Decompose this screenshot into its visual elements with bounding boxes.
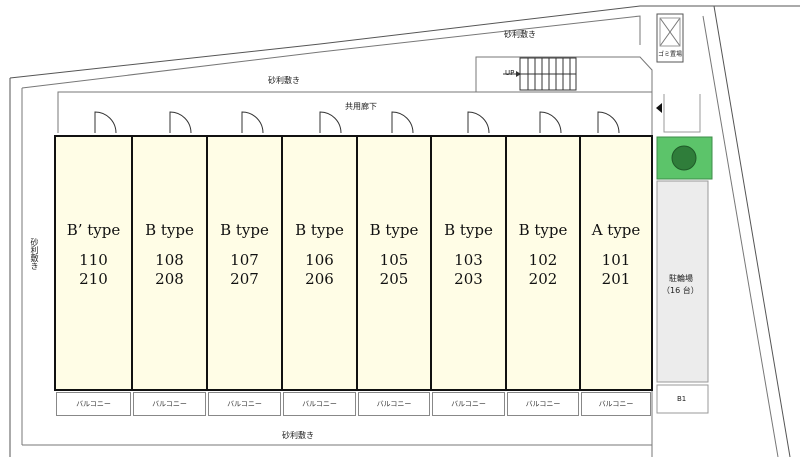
- balcony-label: バルコニー: [451, 400, 486, 408]
- balcony-108: バルコニー: [133, 392, 206, 416]
- property-boundary: [9, 5, 800, 79]
- unit-room-1f: 108: [155, 251, 184, 269]
- bike-parking-area: [656, 180, 709, 383]
- corridor-outline: [57, 56, 653, 133]
- balcony-label: バルコニー: [152, 400, 187, 408]
- unit-type: A type: [591, 221, 641, 239]
- unit-type: B type: [295, 221, 344, 239]
- balcony-102: バルコニー: [507, 392, 579, 416]
- unit-type: B type: [369, 221, 419, 239]
- unit-room-1f: 110: [79, 251, 108, 269]
- unit-type: B type: [145, 221, 194, 239]
- bike-b1-box: [656, 384, 709, 414]
- balcony-label: バルコニー: [76, 400, 111, 408]
- door-swings: [94, 111, 620, 134]
- balcony-107: バルコニー: [208, 392, 281, 416]
- unit-106[interactable]: B type 106 206: [281, 135, 358, 391]
- tree-icon: [671, 145, 697, 171]
- unit-type: B’ type: [66, 221, 121, 239]
- gravel-label-left: 砂利敷き: [30, 238, 39, 270]
- gravel-label-bottom: 砂利敷き: [282, 431, 314, 440]
- balcony-label: バルコニー: [376, 400, 412, 408]
- balcony-101: バルコニー: [581, 392, 651, 416]
- inner-boundary: [21, 15, 641, 89]
- unit-103[interactable]: B type 103 203: [430, 135, 507, 391]
- bike-parking-label: 駐輪場: [669, 274, 693, 283]
- unit-room-1f: 107: [230, 251, 259, 269]
- unit-102[interactable]: B type 102 202: [505, 135, 581, 391]
- balcony-label: バルコニー: [598, 400, 634, 408]
- corridor-label: 共用廊下: [345, 102, 377, 111]
- balcony-103: バルコニー: [432, 392, 505, 416]
- stairs-up-label: UP: [505, 69, 515, 77]
- bike-capacity-label: （16 台）: [662, 286, 699, 295]
- unit-110[interactable]: B’ type 110 210: [54, 135, 133, 391]
- unit-type: B type: [220, 221, 269, 239]
- gravel-label-top-right: 砂利敷き: [504, 30, 536, 39]
- unit-room-2f: 202: [528, 270, 558, 288]
- balcony-106: バルコニー: [283, 392, 356, 416]
- bike-b1-label: B1: [677, 395, 687, 403]
- unit-room-1f: 101: [601, 251, 631, 269]
- unit-room-1f: 102: [528, 251, 558, 269]
- unit-type: B type: [444, 221, 493, 239]
- unit-room-1f: 103: [454, 251, 483, 269]
- garbage-area: [656, 13, 684, 63]
- balcony-label: バルコニー: [525, 400, 561, 408]
- unit-101[interactable]: A type 101 201: [579, 135, 653, 391]
- unit-105[interactable]: B type 105 205: [356, 135, 432, 391]
- unit-room-1f: 106: [305, 251, 334, 269]
- unit-room-2f: 203: [454, 270, 483, 288]
- balcony-label: バルコニー: [302, 400, 337, 408]
- entrance-arrow-icon: [656, 103, 662, 113]
- unit-room-2f: 201: [601, 270, 631, 288]
- unit-room-2f: 208: [155, 270, 184, 288]
- unit-room-2f: 206: [305, 270, 334, 288]
- unit-room-2f: 207: [230, 270, 259, 288]
- garbage-label: ゴミ置場: [658, 51, 683, 58]
- unit-107[interactable]: B type 107 207: [206, 135, 283, 391]
- unit-room-2f: 205: [379, 270, 409, 288]
- balcony-105: バルコニー: [358, 392, 430, 416]
- balcony-label: バルコニー: [227, 400, 262, 408]
- stairs-icon: [503, 57, 577, 91]
- unit-room-2f: 210: [79, 270, 108, 288]
- balcony-110: バルコニー: [56, 392, 131, 416]
- unit-108[interactable]: B type 108 208: [131, 135, 208, 391]
- unit-type: B type: [518, 221, 568, 239]
- unit-room-1f: 105: [379, 251, 409, 269]
- gravel-label-top: 砂利敷き: [268, 76, 300, 85]
